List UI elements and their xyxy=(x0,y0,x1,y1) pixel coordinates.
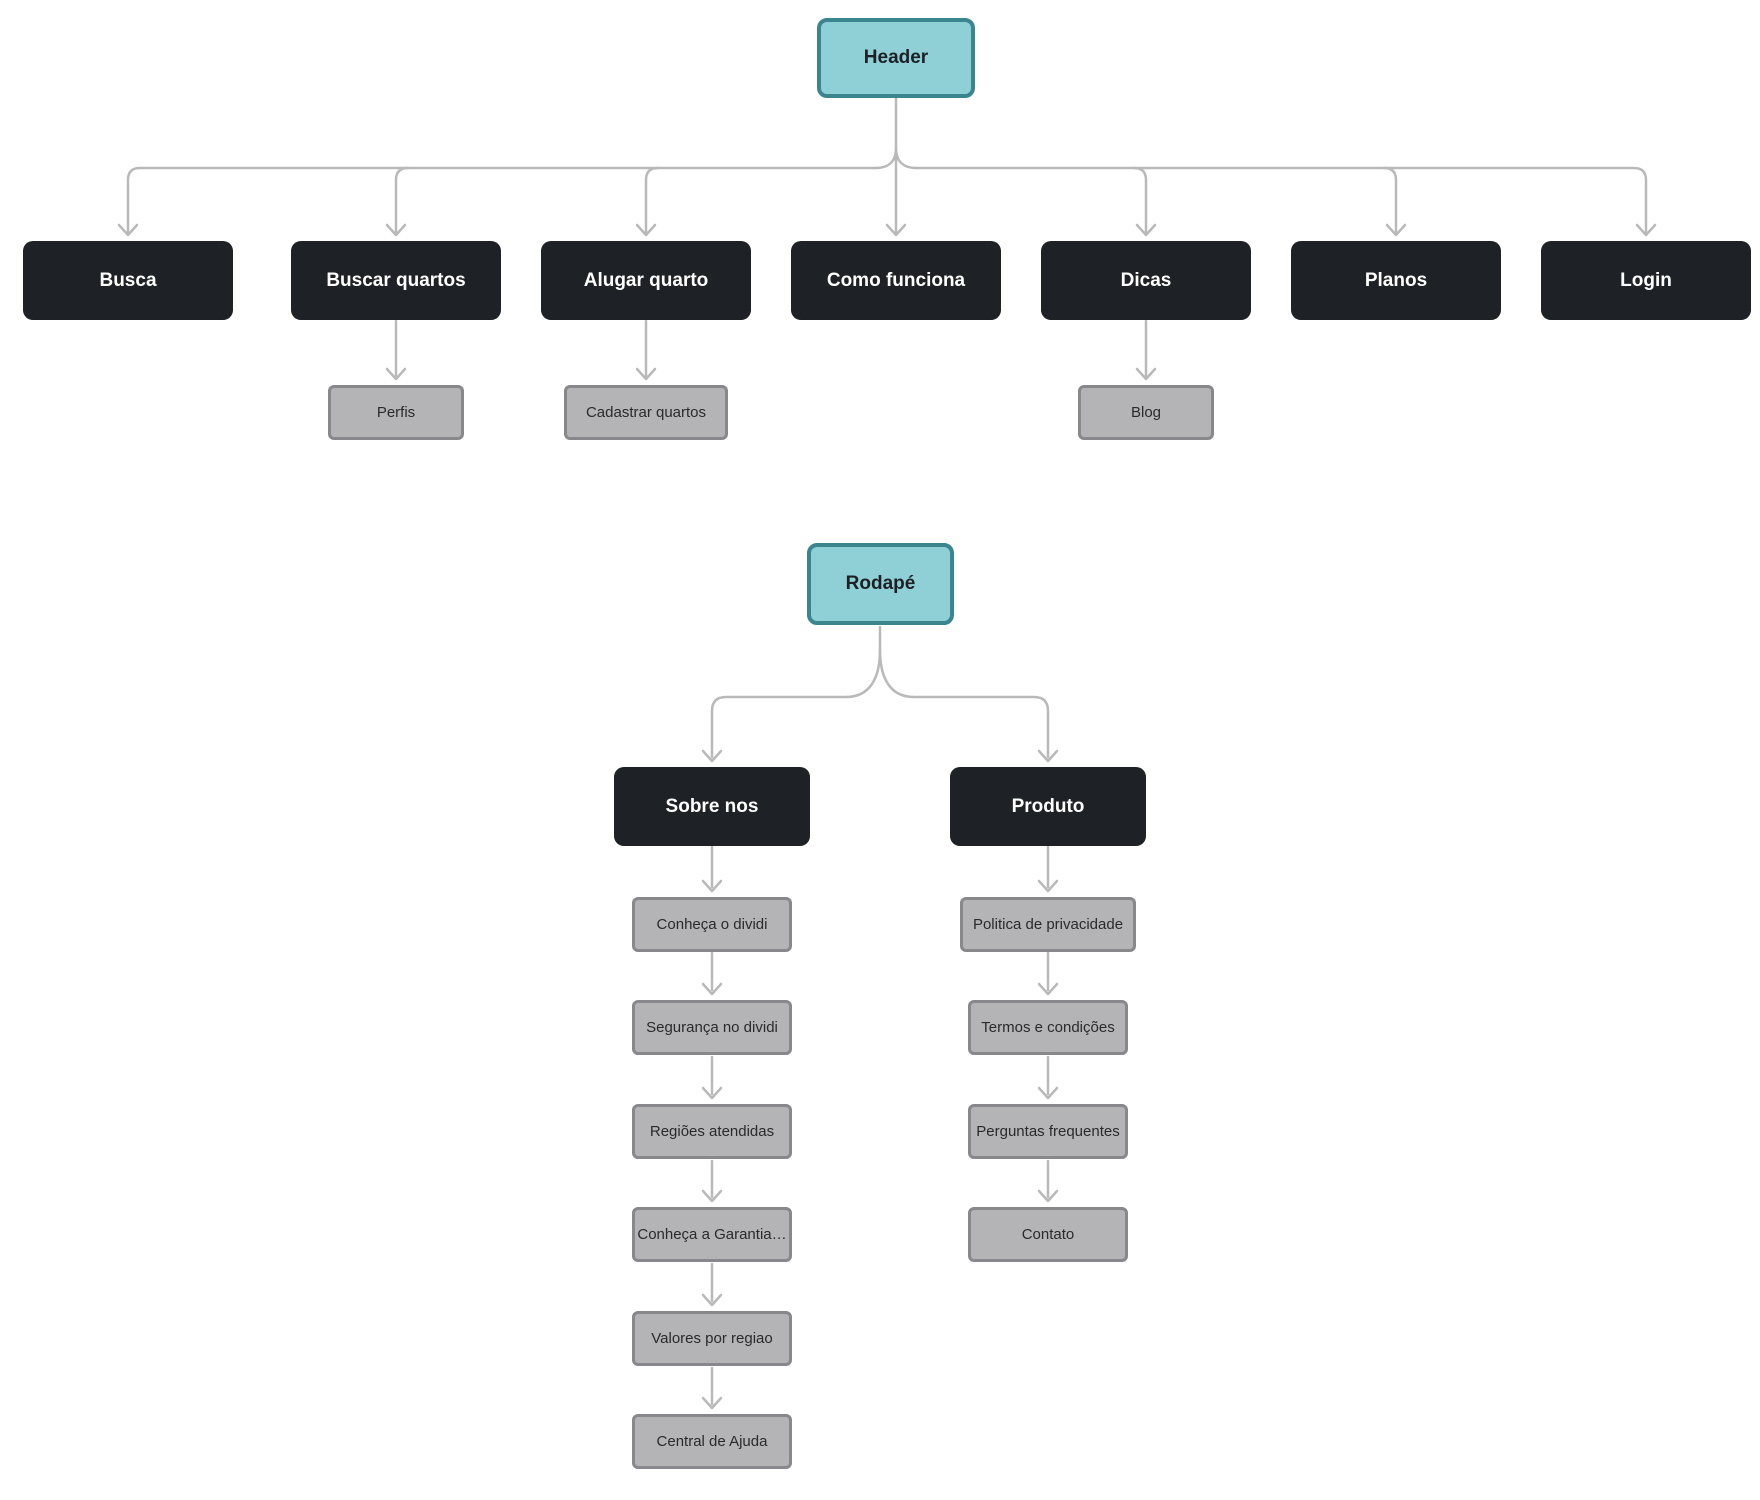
edge-header-alugar-quarto xyxy=(644,166,660,235)
node-login[interactable]: Login xyxy=(1541,241,1751,320)
edge-rodape-produto xyxy=(878,648,1050,759)
node-conheca-o-dividi[interactable]: Conheça o dividi xyxy=(632,897,792,952)
node-termos-e-condicoes[interactable]: Termos e condições xyxy=(968,1000,1128,1055)
node-perguntas-frequentes[interactable]: Perguntas frequentes xyxy=(968,1104,1128,1159)
edge-header-buscar-quartos xyxy=(394,166,410,235)
node-produto[interactable]: Produto xyxy=(950,767,1146,846)
edge-header-planos xyxy=(1382,166,1398,235)
node-cadastrar-quartos[interactable]: Cadastrar quartos xyxy=(564,385,728,440)
node-conheca-a-garantia[interactable]: Conheça a Garantia… xyxy=(632,1207,792,1262)
edge-header-login xyxy=(914,166,1648,235)
node-seguranca-no-dividi[interactable]: Segurança no dividi xyxy=(632,1000,792,1055)
edge-rodape-sobre-nos xyxy=(710,648,882,759)
node-valores-por-regiao[interactable]: Valores por regiao xyxy=(632,1311,792,1366)
node-dicas[interactable]: Dicas xyxy=(1041,241,1251,320)
node-buscar-quartos[interactable]: Buscar quartos xyxy=(291,241,501,320)
node-alugar-quarto[interactable]: Alugar quarto xyxy=(541,241,751,320)
node-sobre-nos[interactable]: Sobre nos xyxy=(614,767,810,846)
node-header[interactable]: Header xyxy=(817,18,975,98)
node-como-funciona[interactable]: Como funciona xyxy=(791,241,1001,320)
node-busca[interactable]: Busca xyxy=(23,241,233,320)
node-central-de-ajuda[interactable]: Central de Ajuda xyxy=(632,1414,792,1469)
node-planos[interactable]: Planos xyxy=(1291,241,1501,320)
node-rodape[interactable]: Rodapé xyxy=(807,543,954,625)
node-politica-de-privacidade[interactable]: Politica de privacidade xyxy=(960,897,1136,952)
node-regioes-atendidas[interactable]: Regiões atendidas xyxy=(632,1104,792,1159)
edge-header-dicas xyxy=(1132,166,1148,235)
node-blog[interactable]: Blog xyxy=(1078,385,1214,440)
node-perfis[interactable]: Perfis xyxy=(328,385,464,440)
edge-header-busca xyxy=(126,166,878,235)
node-contato[interactable]: Contato xyxy=(968,1207,1128,1262)
